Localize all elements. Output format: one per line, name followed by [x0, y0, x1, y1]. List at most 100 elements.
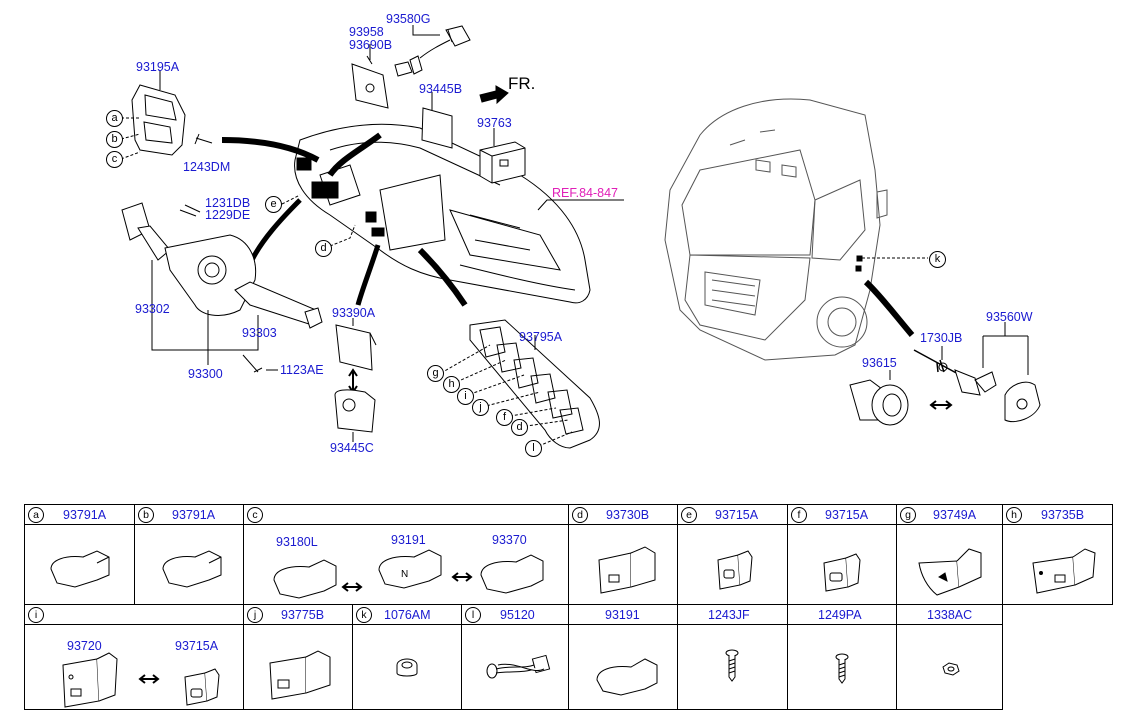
table-cell-e[interactable]: e 93715A — [677, 504, 788, 605]
table-cell-h[interactable]: h 93735B — [1002, 504, 1113, 605]
part-image-nut — [942, 662, 960, 676]
cell-header: i — [25, 605, 243, 625]
callout-1730JB: 1730JB — [920, 331, 963, 345]
cell-letter: a — [28, 507, 44, 523]
callout-93690B: 93690B — [349, 38, 393, 52]
subpart-93720: 93720 — [67, 639, 102, 653]
cell-header: e 93715A — [678, 505, 787, 525]
cell-part-number: 93191 — [605, 608, 640, 622]
marker-k: k — [929, 251, 946, 268]
cell-part-number: 1243JF — [708, 608, 750, 622]
cell-header: h 93735B — [1003, 505, 1112, 525]
cell-part-number: 1249PA — [818, 608, 862, 622]
cell-part-number: 93749A — [933, 508, 977, 522]
marker-l: l — [525, 440, 542, 457]
marker-i: i — [457, 388, 474, 405]
table-cell-1338AC[interactable]: 1338AC — [896, 604, 1003, 710]
callout-93303: 93303 — [242, 326, 277, 340]
cell-letter: l — [465, 607, 481, 623]
marker-d: d — [315, 240, 332, 257]
part-image-switch — [1032, 548, 1096, 594]
table-cell-f[interactable]: f 93715A — [787, 504, 897, 605]
callout-93445C: 93445C — [330, 441, 374, 455]
marker-f: f — [496, 409, 513, 426]
callout-1229DE: 1229DE — [205, 208, 251, 222]
cell-header: j 93775B — [244, 605, 352, 625]
table-cell-i[interactable]: i 93720 93715A — [24, 604, 244, 710]
marker-j: j — [472, 399, 489, 416]
part-image-switches — [62, 652, 220, 708]
callout-93302: 93302 — [135, 302, 170, 316]
table-cell-c[interactable]: c N 93180L 93191 93370 — [243, 504, 569, 605]
part-image-switch — [823, 553, 861, 592]
cell-header: 1249PA — [788, 605, 896, 625]
marker-e: e — [265, 196, 282, 213]
marker-c: c — [106, 151, 123, 168]
cell-letter: k — [356, 607, 372, 623]
marker-d2: d — [511, 419, 528, 436]
table-cell-93191[interactable]: 93191 — [568, 604, 678, 710]
table-cell-j[interactable]: j 93775B — [243, 604, 353, 710]
subpart-93191: 93191 — [391, 533, 426, 547]
cell-letter: g — [900, 507, 916, 523]
table-cell-1243JF[interactable]: 1243JF — [677, 604, 788, 710]
callout-93763: 93763 — [477, 116, 512, 130]
marker-a: a — [106, 110, 123, 127]
part-image-switch — [598, 546, 656, 594]
cell-part-number: 95120 — [500, 608, 535, 622]
cell-header: g 93749A — [897, 505, 1002, 525]
cell-part-number: 1338AC — [927, 608, 973, 622]
cell-letter: h — [1006, 507, 1022, 523]
subpart-93715A: 93715A — [175, 639, 219, 653]
part-image-switch — [162, 550, 222, 588]
cell-header: 1338AC — [897, 605, 1002, 625]
table-cell-k[interactable]: k 1076AM — [352, 604, 462, 710]
cell-part-number: 93735B — [1041, 508, 1085, 522]
cell-part-number: 93791A — [63, 508, 107, 522]
marker-g: g — [427, 365, 444, 382]
cell-letter: f — [791, 507, 807, 523]
cell-header: c — [244, 505, 568, 525]
cell-header: 1243JF — [678, 605, 787, 625]
svg-text:N: N — [401, 569, 408, 580]
callout-1243DM: 1243DM — [183, 160, 231, 174]
callout-93580G: 93580G — [386, 12, 431, 26]
front-direction-label: FR. — [508, 74, 536, 93]
callout-93390A: 93390A — [332, 306, 376, 320]
table-cell-d[interactable]: d 93730B — [568, 504, 678, 605]
subpart-93180L: 93180L — [276, 535, 318, 549]
cell-part-number: 93715A — [715, 508, 759, 522]
cell-header: l 95120 — [462, 605, 568, 625]
cell-header: k 1076AM — [353, 605, 461, 625]
cell-letter: b — [138, 507, 154, 523]
cell-header: a 93791A — [25, 505, 134, 525]
part-image-grommet — [396, 658, 418, 677]
table-cell-a[interactable]: a 93791A — [24, 504, 135, 605]
cell-letter: c — [247, 507, 263, 523]
cell-part-number: 93715A — [825, 508, 869, 522]
cell-part-number: 93775B — [281, 608, 325, 622]
cell-letter: i — [28, 607, 44, 623]
table-cell-1249PA[interactable]: 1249PA — [787, 604, 897, 710]
part-image-switch — [269, 650, 331, 700]
callout-1231DB: 1231DB — [205, 196, 251, 210]
part-image-switches: N — [273, 549, 544, 599]
callout-93560W: 93560W — [986, 310, 1033, 324]
cell-header: f 93715A — [788, 505, 896, 525]
marker-h: h — [443, 376, 460, 393]
reference-label[interactable]: REF.84-847 — [552, 186, 619, 200]
part-image-switch — [918, 548, 982, 596]
cell-part-number: 1076AM — [384, 608, 431, 622]
table-cell-b[interactable]: b 93791A — [134, 504, 244, 605]
cell-part-number: 93730B — [606, 508, 650, 522]
callout-93795A: 93795A — [519, 330, 563, 344]
cell-header: b 93791A — [135, 505, 243, 525]
exploded-view-illustration — [120, 25, 1041, 449]
callout-93445B: 93445B — [419, 82, 463, 96]
part-image-switch — [50, 550, 110, 588]
subpart-93370: 93370 — [492, 533, 527, 547]
part-image-screw — [835, 653, 849, 684]
marker-b: b — [106, 131, 123, 148]
table-cell-l[interactable]: l 95120 — [461, 604, 569, 710]
table-cell-g[interactable]: g 93749A — [896, 504, 1003, 605]
